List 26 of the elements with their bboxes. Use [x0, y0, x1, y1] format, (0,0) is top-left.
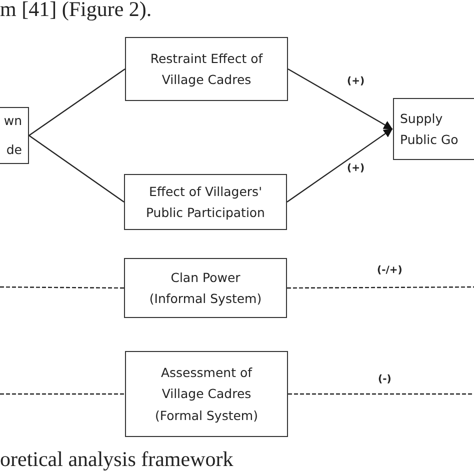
body-text: oretical analysis framework	[0, 448, 234, 472]
arrow	[288, 68, 393, 130]
arrow	[286, 128, 393, 202]
edge-label: (-/+)	[375, 265, 404, 276]
connector-line	[28, 68, 126, 136]
process-box	[124, 174, 287, 230]
process-box	[125, 351, 288, 437]
process-box	[124, 258, 287, 318]
connector-line	[28, 135, 124, 202]
box-text: Clan Power (Informal System)	[148, 268, 263, 308]
edge-label: (+)	[345, 76, 367, 87]
process-box	[393, 98, 474, 160]
box-text: Assessment of Village Cadres (Formal System)	[154, 364, 259, 425]
box-text: wn de	[3, 112, 22, 158]
dashed-line	[0, 393, 125, 395]
box-text: Restraint Effect of Village Cadres	[149, 50, 264, 89]
body-text: m [41] (Figure 2).	[0, 0, 152, 22]
box-text: Supply Public Go	[400, 110, 460, 149]
box-text: Effect of Villagers' Public Participation	[144, 182, 266, 222]
dashed-line	[288, 393, 474, 395]
process-box	[0, 107, 29, 164]
process-box	[125, 37, 288, 101]
dashed-line	[287, 286, 474, 289]
dashed-line	[0, 286, 124, 289]
edge-label: (+)	[345, 163, 367, 174]
edge-label: (-)	[376, 374, 394, 385]
